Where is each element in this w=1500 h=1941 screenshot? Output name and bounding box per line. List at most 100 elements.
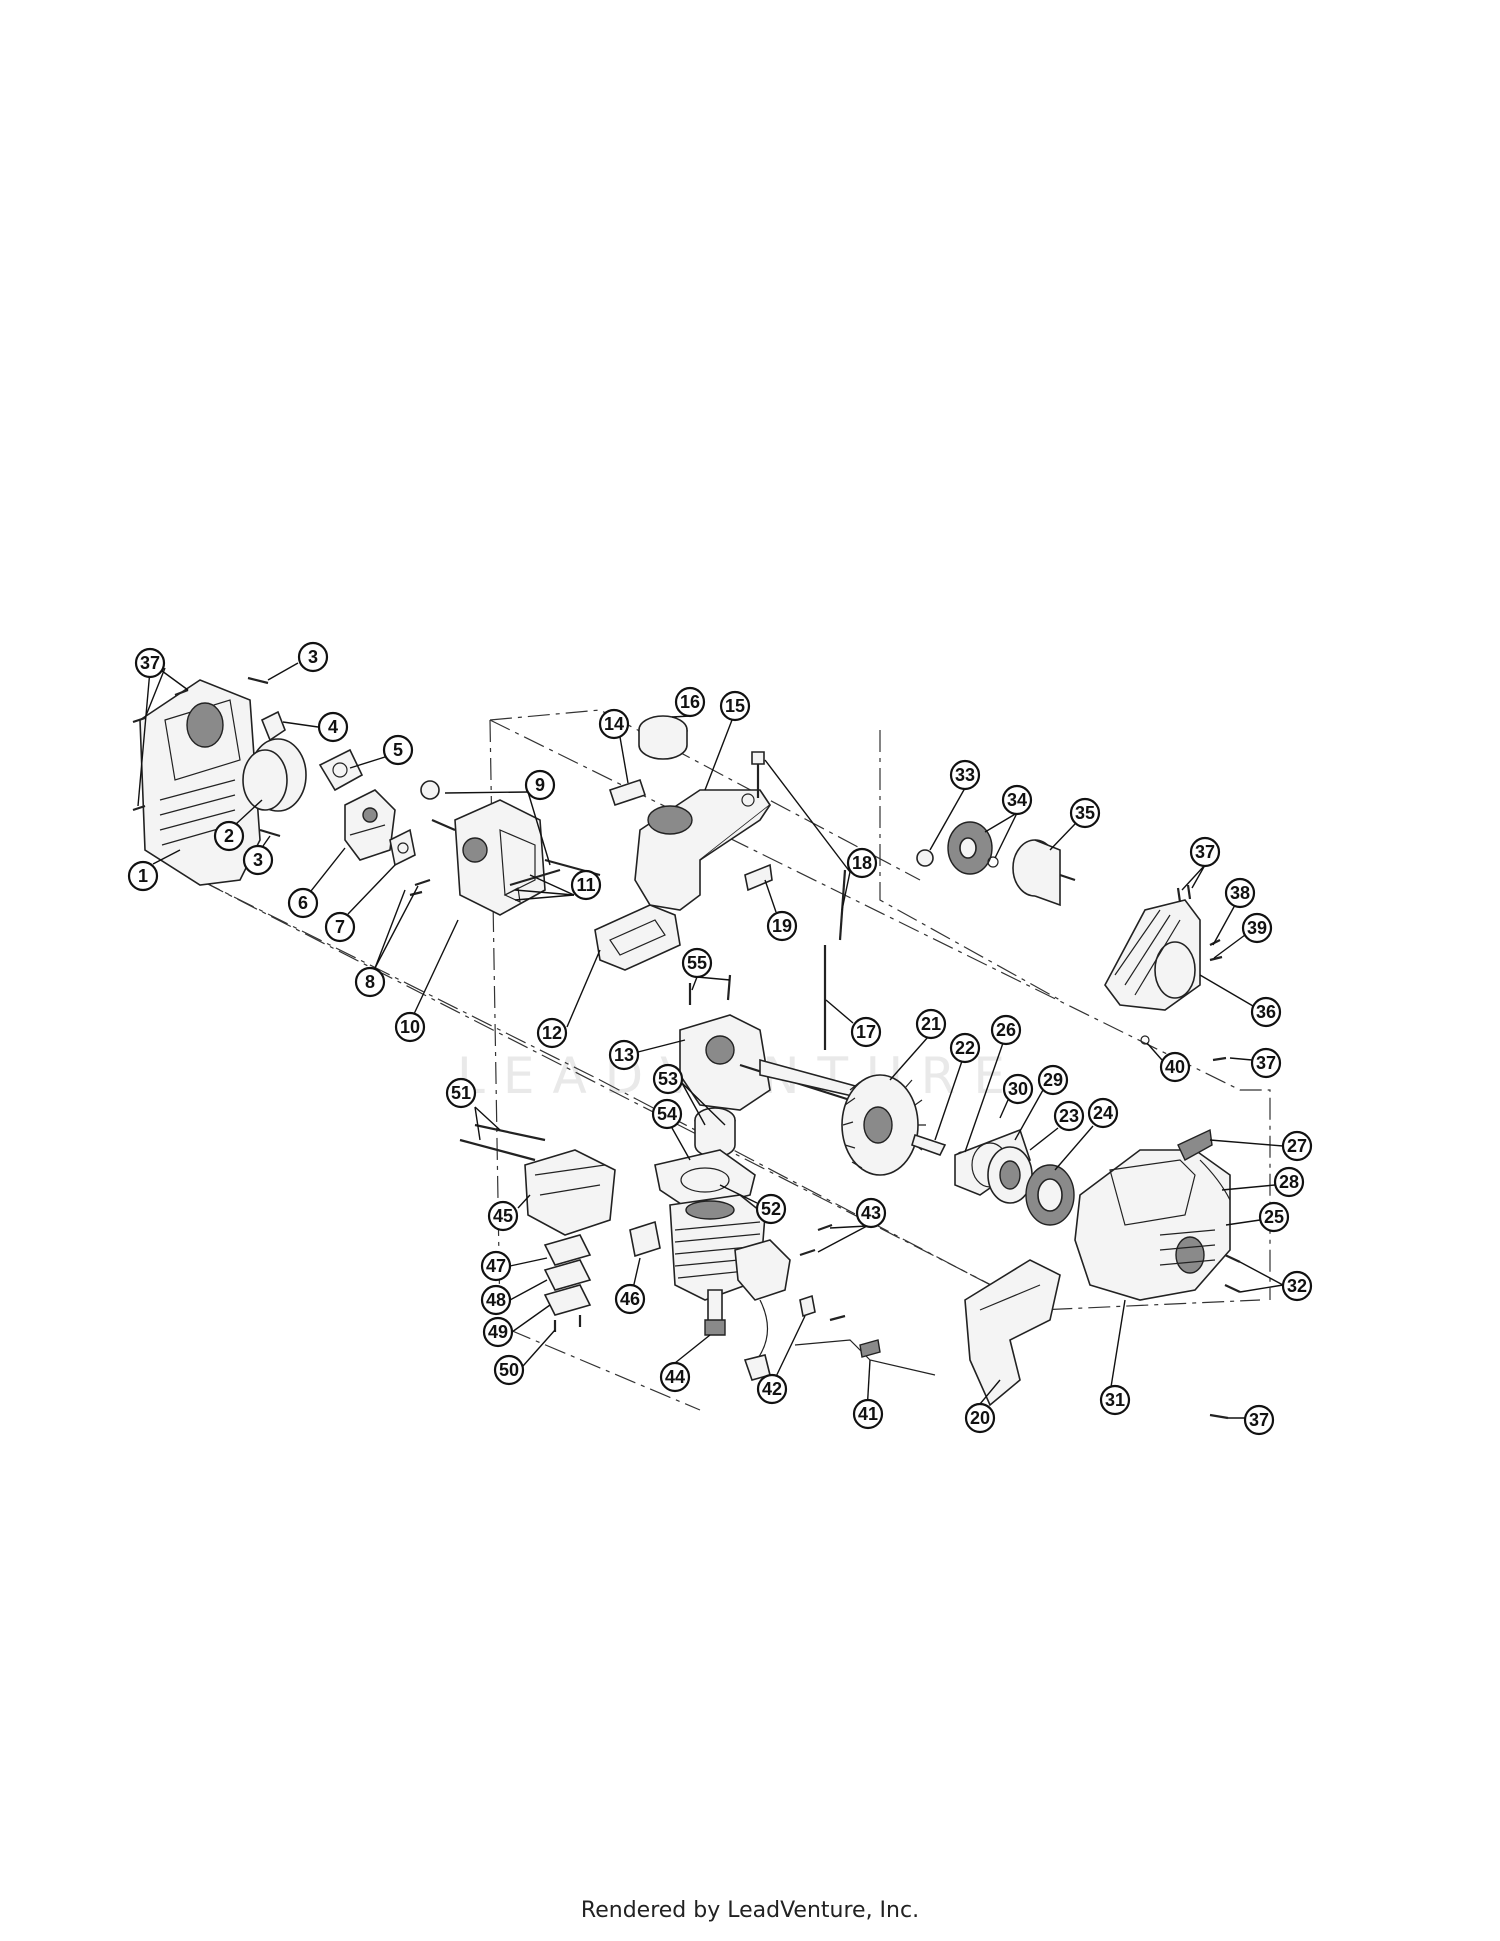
callout-label: 8 (365, 972, 375, 992)
callout-16: 16 (674, 686, 706, 718)
choke-lever (260, 710, 286, 742)
clutch-assembly-34 (947, 821, 999, 875)
callout-label: 1 (138, 866, 148, 886)
air-filter (242, 738, 307, 812)
starter-handle (1177, 1128, 1231, 1201)
callout-label: 10 (400, 1017, 420, 1037)
callout-label: 23 (1059, 1106, 1079, 1126)
callout-39: 39 (1241, 912, 1273, 944)
callout-53: 53 (652, 1063, 684, 1095)
clutch-housing-36 (1104, 899, 1201, 1011)
callout-label: 51 (451, 1083, 471, 1103)
callout-label: 55 (687, 953, 707, 973)
gasket-12 (594, 904, 681, 971)
callout-label: 38 (1230, 883, 1250, 903)
callout-label: 3 (308, 647, 318, 667)
footer-credit: Rendered by LeadVenture, Inc. (580, 1898, 920, 1923)
callout-label: 25 (1264, 1207, 1284, 1227)
callout-3-b: 3 (242, 844, 274, 876)
callout-label: 27 (1287, 1136, 1307, 1156)
callout-20: 20 (964, 1402, 996, 1434)
callout-21: 21 (915, 1008, 947, 1040)
callout-label: 28 (1279, 1172, 1299, 1192)
callout-37-a: 37 (134, 647, 166, 679)
callout-10: 10 (394, 1011, 426, 1043)
callout-14: 14 (598, 708, 630, 740)
callout-label: 3 (253, 850, 263, 870)
engine-mount (964, 1259, 1061, 1407)
callout-12: 12 (536, 1017, 568, 1049)
callout-28: 28 (1273, 1166, 1305, 1198)
callout-37-d: 37 (1243, 1404, 1275, 1436)
callout-42: 42 (756, 1373, 788, 1405)
callout-1: 1 (127, 860, 159, 892)
callout-46: 46 (614, 1283, 646, 1315)
callout-44: 44 (659, 1361, 691, 1393)
leader-lines (137, 662, 1284, 1419)
fuel-cap (638, 715, 688, 760)
callout-label: 17 (856, 1022, 876, 1042)
callout-label: 20 (970, 1408, 990, 1428)
callout-label: 50 (499, 1360, 519, 1380)
callout-label: 22 (955, 1038, 975, 1058)
stop-switch-wire (794, 1339, 936, 1376)
callout-2: 2 (213, 820, 245, 852)
callout-37-c: 37 (1250, 1047, 1282, 1079)
callout-label: 54 (657, 1104, 677, 1124)
callout-label: 12 (542, 1023, 562, 1043)
callout-47: 47 (480, 1250, 512, 1282)
callout-label: 37 (1195, 842, 1215, 862)
callout-label: 13 (614, 1045, 634, 1065)
callout-label: 15 (725, 696, 745, 716)
callout-label: 37 (140, 653, 160, 673)
cylinder-gasket (654, 1149, 756, 1211)
callout-label: 19 (772, 916, 792, 936)
callout-49: 49 (482, 1316, 514, 1348)
callout-48: 48 (480, 1284, 512, 1316)
fuel-tank (634, 789, 772, 911)
callout-54: 54 (651, 1098, 683, 1130)
piston (694, 1107, 736, 1158)
callout-label: 33 (955, 765, 975, 785)
callout-33: 33 (949, 759, 981, 791)
callout-17: 17 (850, 1016, 882, 1048)
callout-13: 13 (608, 1039, 640, 1071)
callout-label: 39 (1247, 918, 1267, 938)
muffler-bolts (459, 1123, 546, 1162)
callout-43: 43 (855, 1197, 887, 1229)
callout-5: 5 (382, 734, 414, 766)
ignition-module (734, 1239, 791, 1381)
carburetor (344, 789, 396, 861)
callout-label: 35 (1075, 803, 1095, 823)
callout-label: 44 (665, 1367, 685, 1387)
callout-label: 37 (1256, 1053, 1276, 1073)
crankcase-screws (688, 974, 732, 1005)
callout-7: 7 (324, 911, 356, 943)
callout-label: 41 (858, 1404, 878, 1424)
callout-label: 21 (921, 1014, 941, 1034)
callout-label: 14 (604, 714, 624, 734)
rewind-spring-24 (1025, 1164, 1075, 1226)
spark-plug (704, 1289, 726, 1336)
callout-label: 43 (861, 1203, 881, 1223)
callout-29: 29 (1037, 1064, 1069, 1096)
callout-label: 2 (224, 826, 234, 846)
callout-label: 45 (493, 1206, 513, 1226)
callout-label: 5 (393, 740, 403, 760)
callout-51: 51 (445, 1077, 477, 1109)
callout-6: 6 (287, 887, 319, 919)
callout-32: 32 (1281, 1270, 1313, 1302)
callout-35: 35 (1069, 797, 1101, 829)
callout-26: 26 (990, 1014, 1022, 1046)
callout-label: 4 (328, 717, 338, 737)
intake-fittings (409, 780, 456, 897)
starter-screws (1224, 1254, 1241, 1293)
callout-label: 36 (1256, 1002, 1276, 1022)
clutch-washer-33 (916, 849, 934, 867)
callout-55: 55 (681, 947, 713, 979)
callout-15: 15 (719, 690, 751, 722)
callout-label: 18 (852, 853, 872, 873)
clutch-shaft-22 (911, 1133, 947, 1156)
callout-24: 24 (1087, 1097, 1119, 1129)
